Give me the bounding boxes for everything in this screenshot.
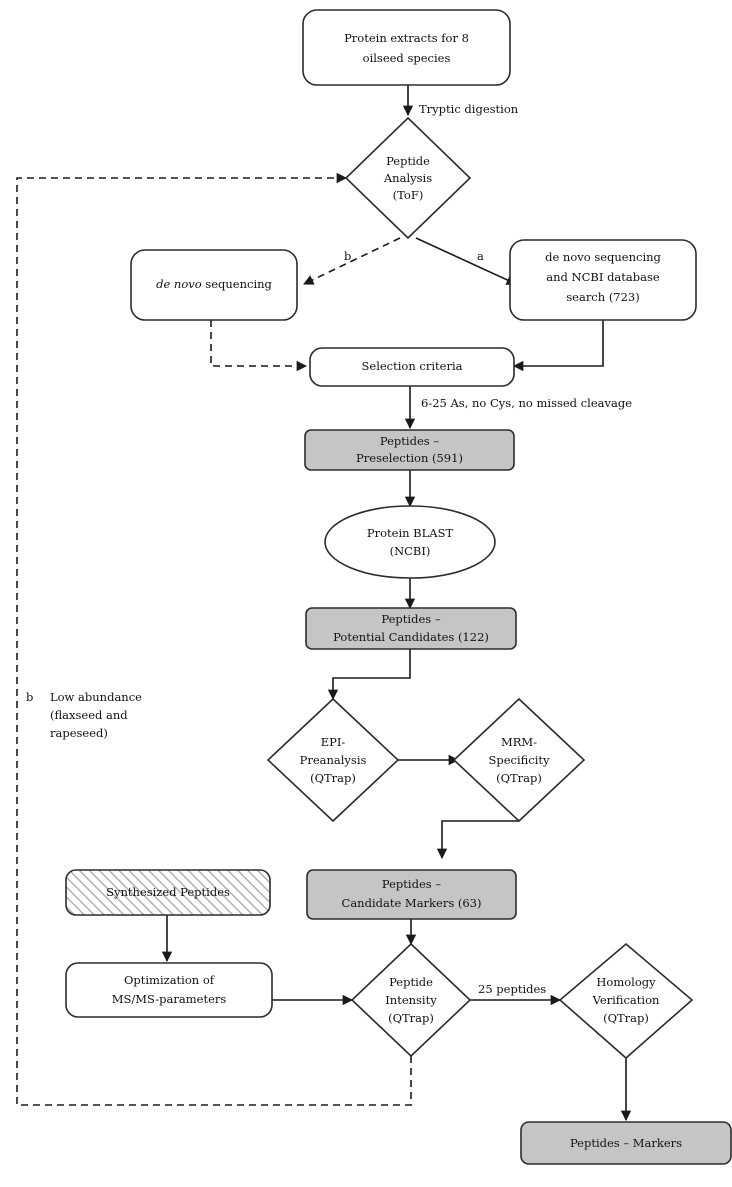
protein-extracts-line-1: Protein extracts for 8 <box>344 31 469 45</box>
node-peptide-intensity[interactable]: Peptide Intensity (QTrap) <box>350 942 472 1058</box>
mrm-specificity-line-1: MRM- <box>501 735 537 749</box>
node-synthesized-peptides[interactable]: Synthesized Peptides <box>65 869 271 916</box>
peptides-candidate-markers-box[interactable] <box>306 869 517 920</box>
edge-analysis-to-ncbi-branch-a <box>415 237 517 285</box>
edge-denovo-to-selection <box>210 320 308 372</box>
de-novo-sequencing-label: de novo sequencing <box>156 277 272 291</box>
synthesized-peptides-box[interactable] <box>65 869 271 916</box>
node-peptides-preselection[interactable]: Peptides – Preselection (591) <box>304 429 515 471</box>
node-peptide-analysis[interactable]: Peptide Analysis (ToF) <box>344 116 472 240</box>
mrm-specificity-diamond[interactable] <box>452 697 586 823</box>
homology-verification-line-1: Homology <box>596 975 656 989</box>
peptide-analysis-line-3: (ToF) <box>393 188 424 202</box>
protein-blast-ellipse[interactable] <box>324 505 496 579</box>
de-novo-ncbi-box[interactable] <box>509 239 697 321</box>
node-epi-preanalysis[interactable]: EPI- Preanalysis (QTrap) <box>266 697 400 823</box>
peptide-intensity-line-2: Intensity <box>385 993 437 1007</box>
peptides-preselection-line-2: Preselection (591) <box>356 451 463 465</box>
de-novo-sequencing-box[interactable] <box>130 249 298 321</box>
peptides-preselection-line-1: Peptides – <box>380 434 439 448</box>
homology-verification-line-2: Verification <box>592 993 660 1007</box>
optimization-msms-line-2: MS/MS-parameters <box>112 992 227 1006</box>
peptides-preselection-box[interactable] <box>304 429 515 471</box>
peptides-markers-label: Peptides – Markers <box>570 1136 682 1150</box>
edge-label-branch-b: b <box>344 249 351 263</box>
node-protein-blast[interactable]: Protein BLAST (NCBI) <box>324 505 496 579</box>
peptide-analysis-line-1: Peptide <box>386 154 430 168</box>
selection-criteria-box[interactable] <box>309 347 515 387</box>
epi-preanalysis-diamond[interactable] <box>266 697 400 823</box>
node-homology-verification[interactable]: Homology Verification (QTrap) <box>558 942 694 1060</box>
edge-analysis-to-denovo-branch-b <box>303 237 401 285</box>
de-novo-italic: de novo <box>156 277 202 291</box>
homology-verification-line-3: (QTrap) <box>603 1011 649 1025</box>
synthesized-peptides-label: Synthesized Peptides <box>106 885 230 899</box>
node-peptides-potential-candidates[interactable]: Peptides – Potential Candidates (122) <box>305 607 517 650</box>
node-peptides-markers[interactable]: Peptides – Markers <box>520 1121 732 1165</box>
peptide-intensity-line-1: Peptide <box>389 975 433 989</box>
annotation-marker-b: b <box>26 690 33 704</box>
node-de-novo-ncbi[interactable]: de novo sequencing and NCBI database sea… <box>509 239 697 321</box>
edge-mrm-to-candidate-markers <box>436 820 519 860</box>
de-novo-ncbi-line-2: and NCBI database <box>546 270 660 284</box>
peptide-analysis-line-2: Analysis <box>383 171 432 185</box>
protein-extracts-line-2: oilseed species <box>363 51 451 65</box>
edge-label-peptide-count: 25 peptides <box>478 982 546 996</box>
peptide-intensity-diamond[interactable] <box>350 942 472 1058</box>
edge-label-selection-rule: 6-25 As, no Cys, no missed cleavage <box>421 396 632 410</box>
de-novo-ncbi-line-1: de novo sequencing <box>545 250 661 264</box>
annotation-low-abundance-line-2: (flaxseed and <box>50 708 128 722</box>
edge-feedback-loop-low-abundance <box>16 172 412 1106</box>
protein-extracts-box[interactable] <box>302 9 511 86</box>
node-de-novo-sequencing[interactable]: de novo sequencing <box>130 249 298 321</box>
node-protein-extracts[interactable]: Protein extracts for 8 oilseed species <box>302 9 511 86</box>
epi-preanalysis-line-1: EPI- <box>321 735 346 749</box>
edge-label-branch-a: a <box>477 249 484 263</box>
peptides-markers-box[interactable] <box>520 1121 732 1165</box>
node-mrm-specificity[interactable]: MRM- Specificity (QTrap) <box>452 697 586 823</box>
mrm-specificity-line-2: Specificity <box>488 753 550 767</box>
peptide-analysis-diamond[interactable] <box>344 116 472 240</box>
protein-blast-line-1: Protein BLAST <box>367 526 454 540</box>
peptides-candidate-markers-line-2: Candidate Markers (63) <box>342 896 482 910</box>
peptides-potential-candidates-line-1: Peptides – <box>381 612 440 626</box>
annotation-low-abundance-line-1: Low abundance <box>50 690 142 704</box>
de-novo-plain: sequencing <box>202 277 273 291</box>
optimization-msms-line-1: Optimization of <box>124 973 215 987</box>
edge-candidates-to-epi <box>327 648 411 701</box>
node-optimization-msms[interactable]: Optimization of MS/MS-parameters <box>65 962 273 1018</box>
node-selection-criteria[interactable]: Selection criteria <box>309 347 515 387</box>
mrm-specificity-line-3: (QTrap) <box>496 771 542 785</box>
optimization-msms-box[interactable] <box>65 962 273 1018</box>
peptides-potential-candidates-line-2: Potential Candidates (122) <box>333 630 489 644</box>
peptides-candidate-markers-line-1: Peptides – <box>382 877 441 891</box>
epi-preanalysis-line-3: (QTrap) <box>310 771 356 785</box>
de-novo-ncbi-line-3: search (723) <box>566 290 640 304</box>
selection-criteria-label: Selection criteria <box>362 359 463 373</box>
epi-preanalysis-line-2: Preanalysis <box>300 753 367 767</box>
edge-ncbi-to-selection <box>512 320 604 372</box>
node-peptides-candidate-markers[interactable]: Peptides – Candidate Markers (63) <box>306 869 517 920</box>
protein-blast-line-2: (NCBI) <box>390 544 431 558</box>
annotation-low-abundance-line-3: rapeseed) <box>50 726 108 740</box>
edge-label-tryptic-digestion: Tryptic digestion <box>419 102 519 116</box>
peptides-potential-candidates-box[interactable] <box>305 607 517 650</box>
peptide-intensity-line-3: (QTrap) <box>388 1011 434 1025</box>
homology-verification-diamond[interactable] <box>558 942 694 1060</box>
